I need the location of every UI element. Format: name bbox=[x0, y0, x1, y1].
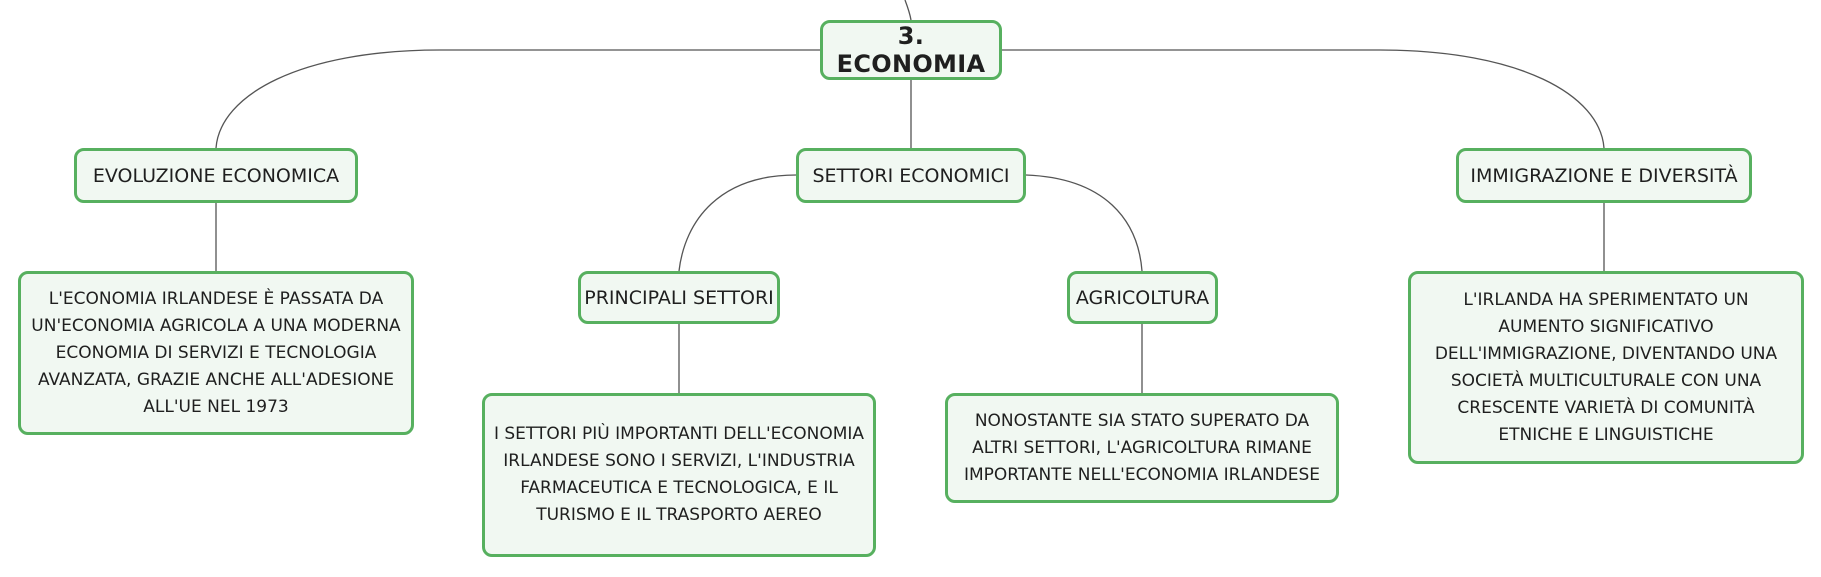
node-label: SETTORI ECONOMICI bbox=[812, 164, 1010, 187]
detail-text: NONOSTANTE SIA STATO SUPERATO DA ALTRI S… bbox=[963, 410, 1321, 485]
detail-principali-settori[interactable]: I SETTORI PIÙ IMPORTANTI DELL'ECONOMIA I… bbox=[482, 393, 876, 557]
connector-settori-to-agricoltura bbox=[1025, 174, 1143, 272]
detail-text: L'IRLANDA HA SPERIMENTATO UN AUMENTO SIG… bbox=[1434, 289, 1778, 445]
root-node-economia[interactable]: 3. ECONOMIA bbox=[820, 20, 1002, 80]
connector-parent-to-root bbox=[904, 0, 912, 21]
detail-text: L'ECONOMIA IRLANDESE È PASSATA DA UN'ECO… bbox=[31, 288, 401, 417]
node-immigrazione-diversita[interactable]: IMMIGRAZIONE E DIVERSITÀ bbox=[1456, 148, 1752, 203]
detail-agricoltura[interactable]: NONOSTANTE SIA STATO SUPERATO DA ALTRI S… bbox=[945, 393, 1339, 503]
connector-root-to-immigrazione bbox=[1002, 49, 1605, 149]
node-principali-settori[interactable]: PRINCIPALI SETTORI bbox=[578, 271, 780, 324]
detail-evoluzione-economica[interactable]: L'ECONOMIA IRLANDESE È PASSATA DA UN'ECO… bbox=[18, 271, 414, 435]
node-label: EVOLUZIONE ECONOMICA bbox=[92, 164, 340, 187]
node-label: PRINCIPALI SETTORI bbox=[584, 286, 774, 309]
connector-settori-to-principali bbox=[678, 174, 797, 272]
detail-immigrazione-diversita[interactable]: L'IRLANDA HA SPERIMENTATO UN AUMENTO SIG… bbox=[1408, 271, 1804, 464]
node-label: AGRICOLTURA bbox=[1075, 286, 1210, 309]
detail-text: I SETTORI PIÙ IMPORTANTI DELL'ECONOMIA I… bbox=[493, 424, 865, 525]
node-agricoltura[interactable]: AGRICOLTURA bbox=[1067, 271, 1218, 324]
root-title: 3. ECONOMIA bbox=[836, 22, 986, 78]
node-evoluzione-economica[interactable]: EVOLUZIONE ECONOMICA bbox=[74, 148, 358, 203]
node-label: IMMIGRAZIONE E DIVERSITÀ bbox=[1470, 164, 1738, 187]
node-settori-economici[interactable]: SETTORI ECONOMICI bbox=[796, 148, 1026, 203]
connector-root-to-evoluzione bbox=[215, 49, 820, 149]
